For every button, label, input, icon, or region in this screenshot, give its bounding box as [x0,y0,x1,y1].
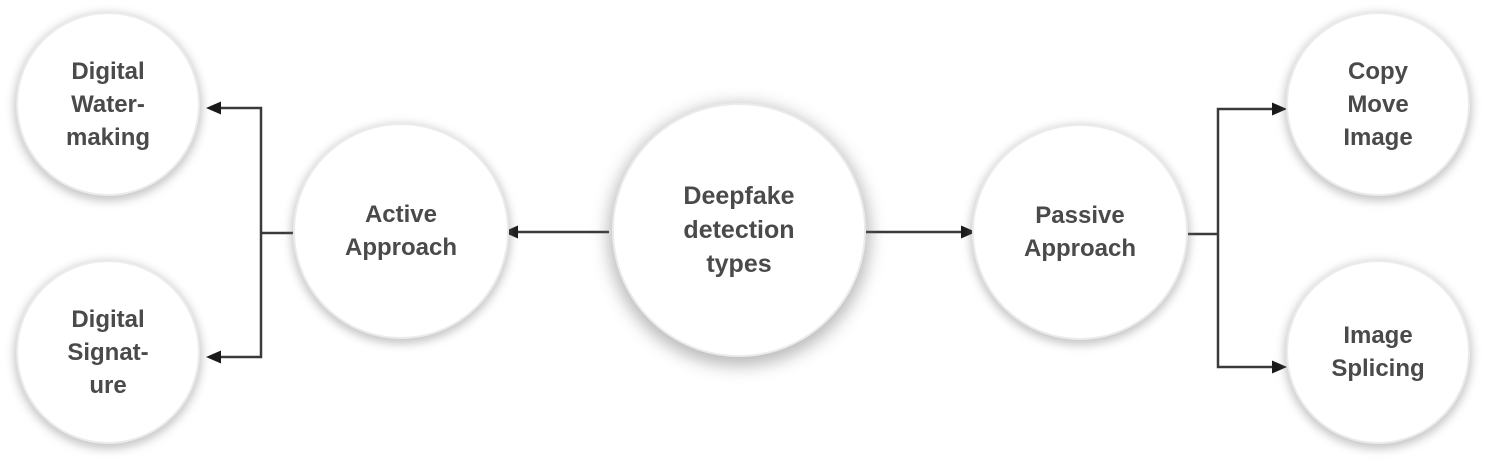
edge-active-bracket [221,106,263,359]
node-digital-watermarking-label: Digital Water- making [65,57,151,151]
node-deepfake-detection-types: Deepfake detection types [612,103,866,357]
node-passive-approach-label: Passive Approach [1023,202,1136,262]
edge-passive-bracket [1216,107,1273,369]
arrowhead-root-to-active [503,225,518,239]
node-active-approach-label: Active Approach [344,201,457,261]
arrowhead-to-copy-move [1272,102,1287,116]
node-image-splicing-label: Image Splicing [1331,322,1425,382]
node-deepfake-detection-types-label: Deepfake detection types [683,182,795,278]
node-digital-signature-label: Digital Signat- ure [67,305,149,399]
arrowhead-to-signature [206,350,221,364]
node-copy-move-image: Copy Move Image [1286,12,1470,196]
node-digital-signature: Digital Signat- ure [16,260,200,444]
arrowhead-to-watermarking [206,101,221,115]
node-passive-approach: Passive Approach [972,124,1188,340]
node-digital-watermarking: Digital Water- making [16,12,200,196]
arrowhead-root-to-passive [961,225,976,239]
node-copy-move-image-label: Copy Move Image [1343,57,1413,151]
node-active-approach: Active Approach [293,123,509,339]
node-image-splicing: Image Splicing [1286,260,1470,444]
arrowhead-to-splicing [1272,360,1287,374]
